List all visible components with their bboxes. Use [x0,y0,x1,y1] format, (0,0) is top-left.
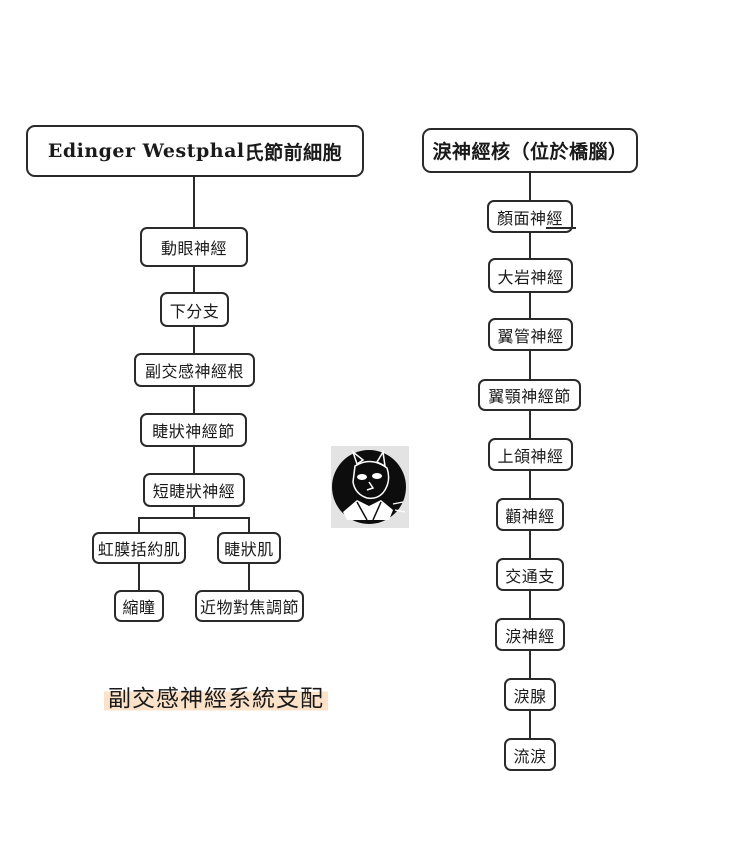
node-lacrimal-nucleus: 淚神經核（位於橋腦） [422,128,638,173]
diagram-caption: 副交感神經系統支配 [104,684,328,714]
node-short-ciliary-nerve: 短睫狀神經 [143,473,245,507]
node-vidian-nerve: 翼管神經 [488,318,573,351]
connector-line [248,517,250,533]
node-label: 短睫狀神經 [152,482,236,501]
connector-line [529,530,531,560]
connector-line [138,517,140,533]
node-parasympathetic-root: 副交感神經根 [134,353,255,387]
node-facial-nerve: 顏面神經 [487,200,573,233]
connector-line [193,386,195,414]
node-label: 上頜神經 [497,446,564,466]
node-oculomotor-nerve: 動眼神經 [140,227,248,267]
node-greater-petrosal-nerve: 大岩神經 [488,258,573,293]
connector-line [529,590,531,620]
node-edinger-westphal: Edinger Westphal 氏節前細胞 [26,125,364,177]
node-communicating-branch: 交通支 [496,558,564,591]
connector-line [529,350,531,381]
node-miosis: 縮瞳 [114,590,164,622]
node-label: 顴神經 [505,506,555,526]
node-pterygopalatine-ganglion: 翼顎神經節 [478,379,581,411]
node-sphincter-pupillae: 虹膜括約肌 [92,532,186,564]
connector-line [529,292,531,320]
connector-line [193,326,195,354]
node-inferior-division: 下分支 [160,292,229,327]
node-ciliary-ganglion: 睫狀神經節 [140,413,247,447]
node-label: 淚神經核（位於橋腦） [432,141,628,163]
connector-line [529,410,531,440]
node-ciliary-muscle: 睫狀肌 [217,532,281,564]
node-label: 睫狀神經節 [152,422,235,441]
node-label: 翼顎神經節 [488,387,571,406]
connector-line [193,446,195,474]
node-accommodation: 近物對焦調節 [195,590,304,622]
connector-line [529,710,531,740]
node-label: 動眼神經 [160,239,227,258]
node-label: 翼管神經 [497,326,564,346]
node-label: 交通支 [505,566,555,586]
connector-line [248,563,250,591]
node-label: 顏面神經 [496,208,563,228]
node-label: 縮瞳 [122,598,156,617]
annotation-underline [546,227,576,229]
connector-line [529,172,531,202]
node-label: 睫狀肌 [224,540,274,559]
connector-line [529,470,531,500]
connector-line [193,506,195,518]
cartoon-dog-avatar-icon [331,446,409,528]
connector-line [138,563,140,591]
node-label: 近物對焦調節 [199,598,299,617]
node-label: 淚腺 [513,686,547,706]
connector-line [193,176,195,228]
node-label: 虹膜括約肌 [97,540,181,559]
node-label: 下分支 [169,301,220,321]
node-lacrimal-gland: 淚腺 [504,678,556,711]
node-maxillary-nerve: 上頜神經 [488,438,573,471]
branch-bar [138,517,250,519]
connector-line [529,232,531,260]
node-label-cjk: 氏節前細胞 [244,141,343,164]
node-tearing: 流淚 [504,738,556,771]
node-label: 副交感神經根 [144,362,244,381]
node-label: 流淚 [513,746,547,766]
node-label: 淚神經 [505,626,555,646]
node-lacrimal-nerve: 淚神經 [495,618,565,651]
node-label: 大岩神經 [497,267,564,287]
connector-line [193,266,195,293]
connector-line [529,650,531,680]
node-zygomatic-nerve: 顴神經 [496,498,564,531]
node-label-latin: Edinger Westphal [47,140,245,162]
